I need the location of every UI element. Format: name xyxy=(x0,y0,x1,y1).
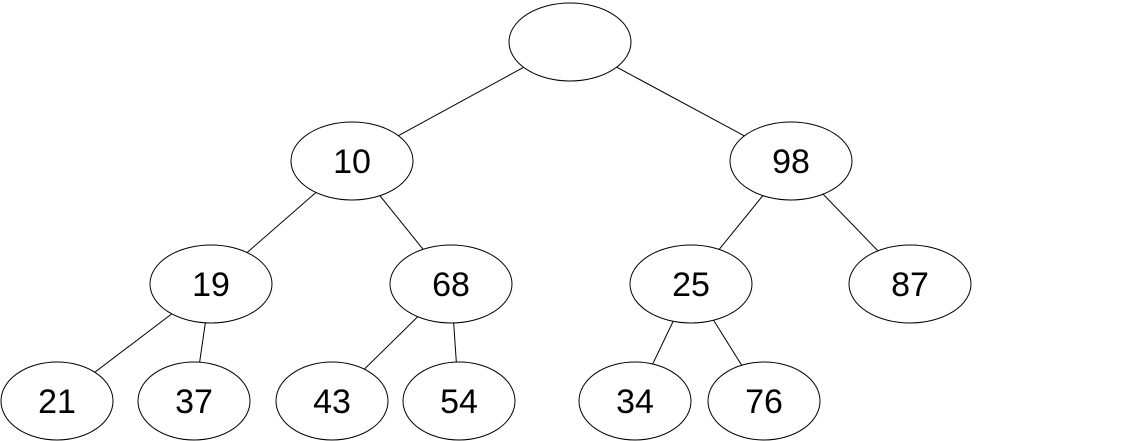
node-ellipse xyxy=(137,361,251,441)
node-ellipse xyxy=(290,121,414,201)
node-label: 54 xyxy=(440,383,478,421)
tree-node-n76: 76 xyxy=(707,361,821,441)
tree-node-n19: 19 xyxy=(149,244,273,324)
tree-node-n54: 54 xyxy=(402,361,516,441)
node-ellipse xyxy=(578,361,692,441)
node-label: 76 xyxy=(745,383,783,421)
node-ellipse xyxy=(707,361,821,441)
node-label: 25 xyxy=(672,266,710,304)
node-ellipse xyxy=(629,244,753,324)
node-label: 98 xyxy=(772,143,810,181)
tree-node-n21: 21 xyxy=(0,361,114,441)
node-ellipse xyxy=(508,2,632,82)
node-label: 87 xyxy=(891,266,929,304)
node-ellipse xyxy=(402,361,516,441)
tree-node-root xyxy=(508,2,632,82)
tree-node-n43: 43 xyxy=(275,361,389,441)
node-label: 68 xyxy=(432,266,470,304)
node-ellipse xyxy=(0,361,114,441)
node-ellipse xyxy=(275,361,389,441)
tree-node-n87: 87 xyxy=(848,244,972,324)
node-label: 21 xyxy=(38,383,76,421)
tree-node-n98: 98 xyxy=(729,121,853,201)
node-ellipse xyxy=(848,244,972,324)
node-ellipse xyxy=(389,244,513,324)
tree-node-n34: 34 xyxy=(578,361,692,441)
node-label: 37 xyxy=(175,383,213,421)
node-ellipse xyxy=(149,244,273,324)
node-label: 10 xyxy=(333,143,371,181)
tree-node-n37: 37 xyxy=(137,361,251,441)
tree-node-n10: 10 xyxy=(290,121,414,201)
node-label: 43 xyxy=(313,383,351,421)
node-label: 19 xyxy=(192,266,230,304)
node-ellipse xyxy=(729,121,853,201)
node-label: 34 xyxy=(616,383,654,421)
tree-node-n25: 25 xyxy=(629,244,753,324)
tree-node-n68: 68 xyxy=(389,244,513,324)
